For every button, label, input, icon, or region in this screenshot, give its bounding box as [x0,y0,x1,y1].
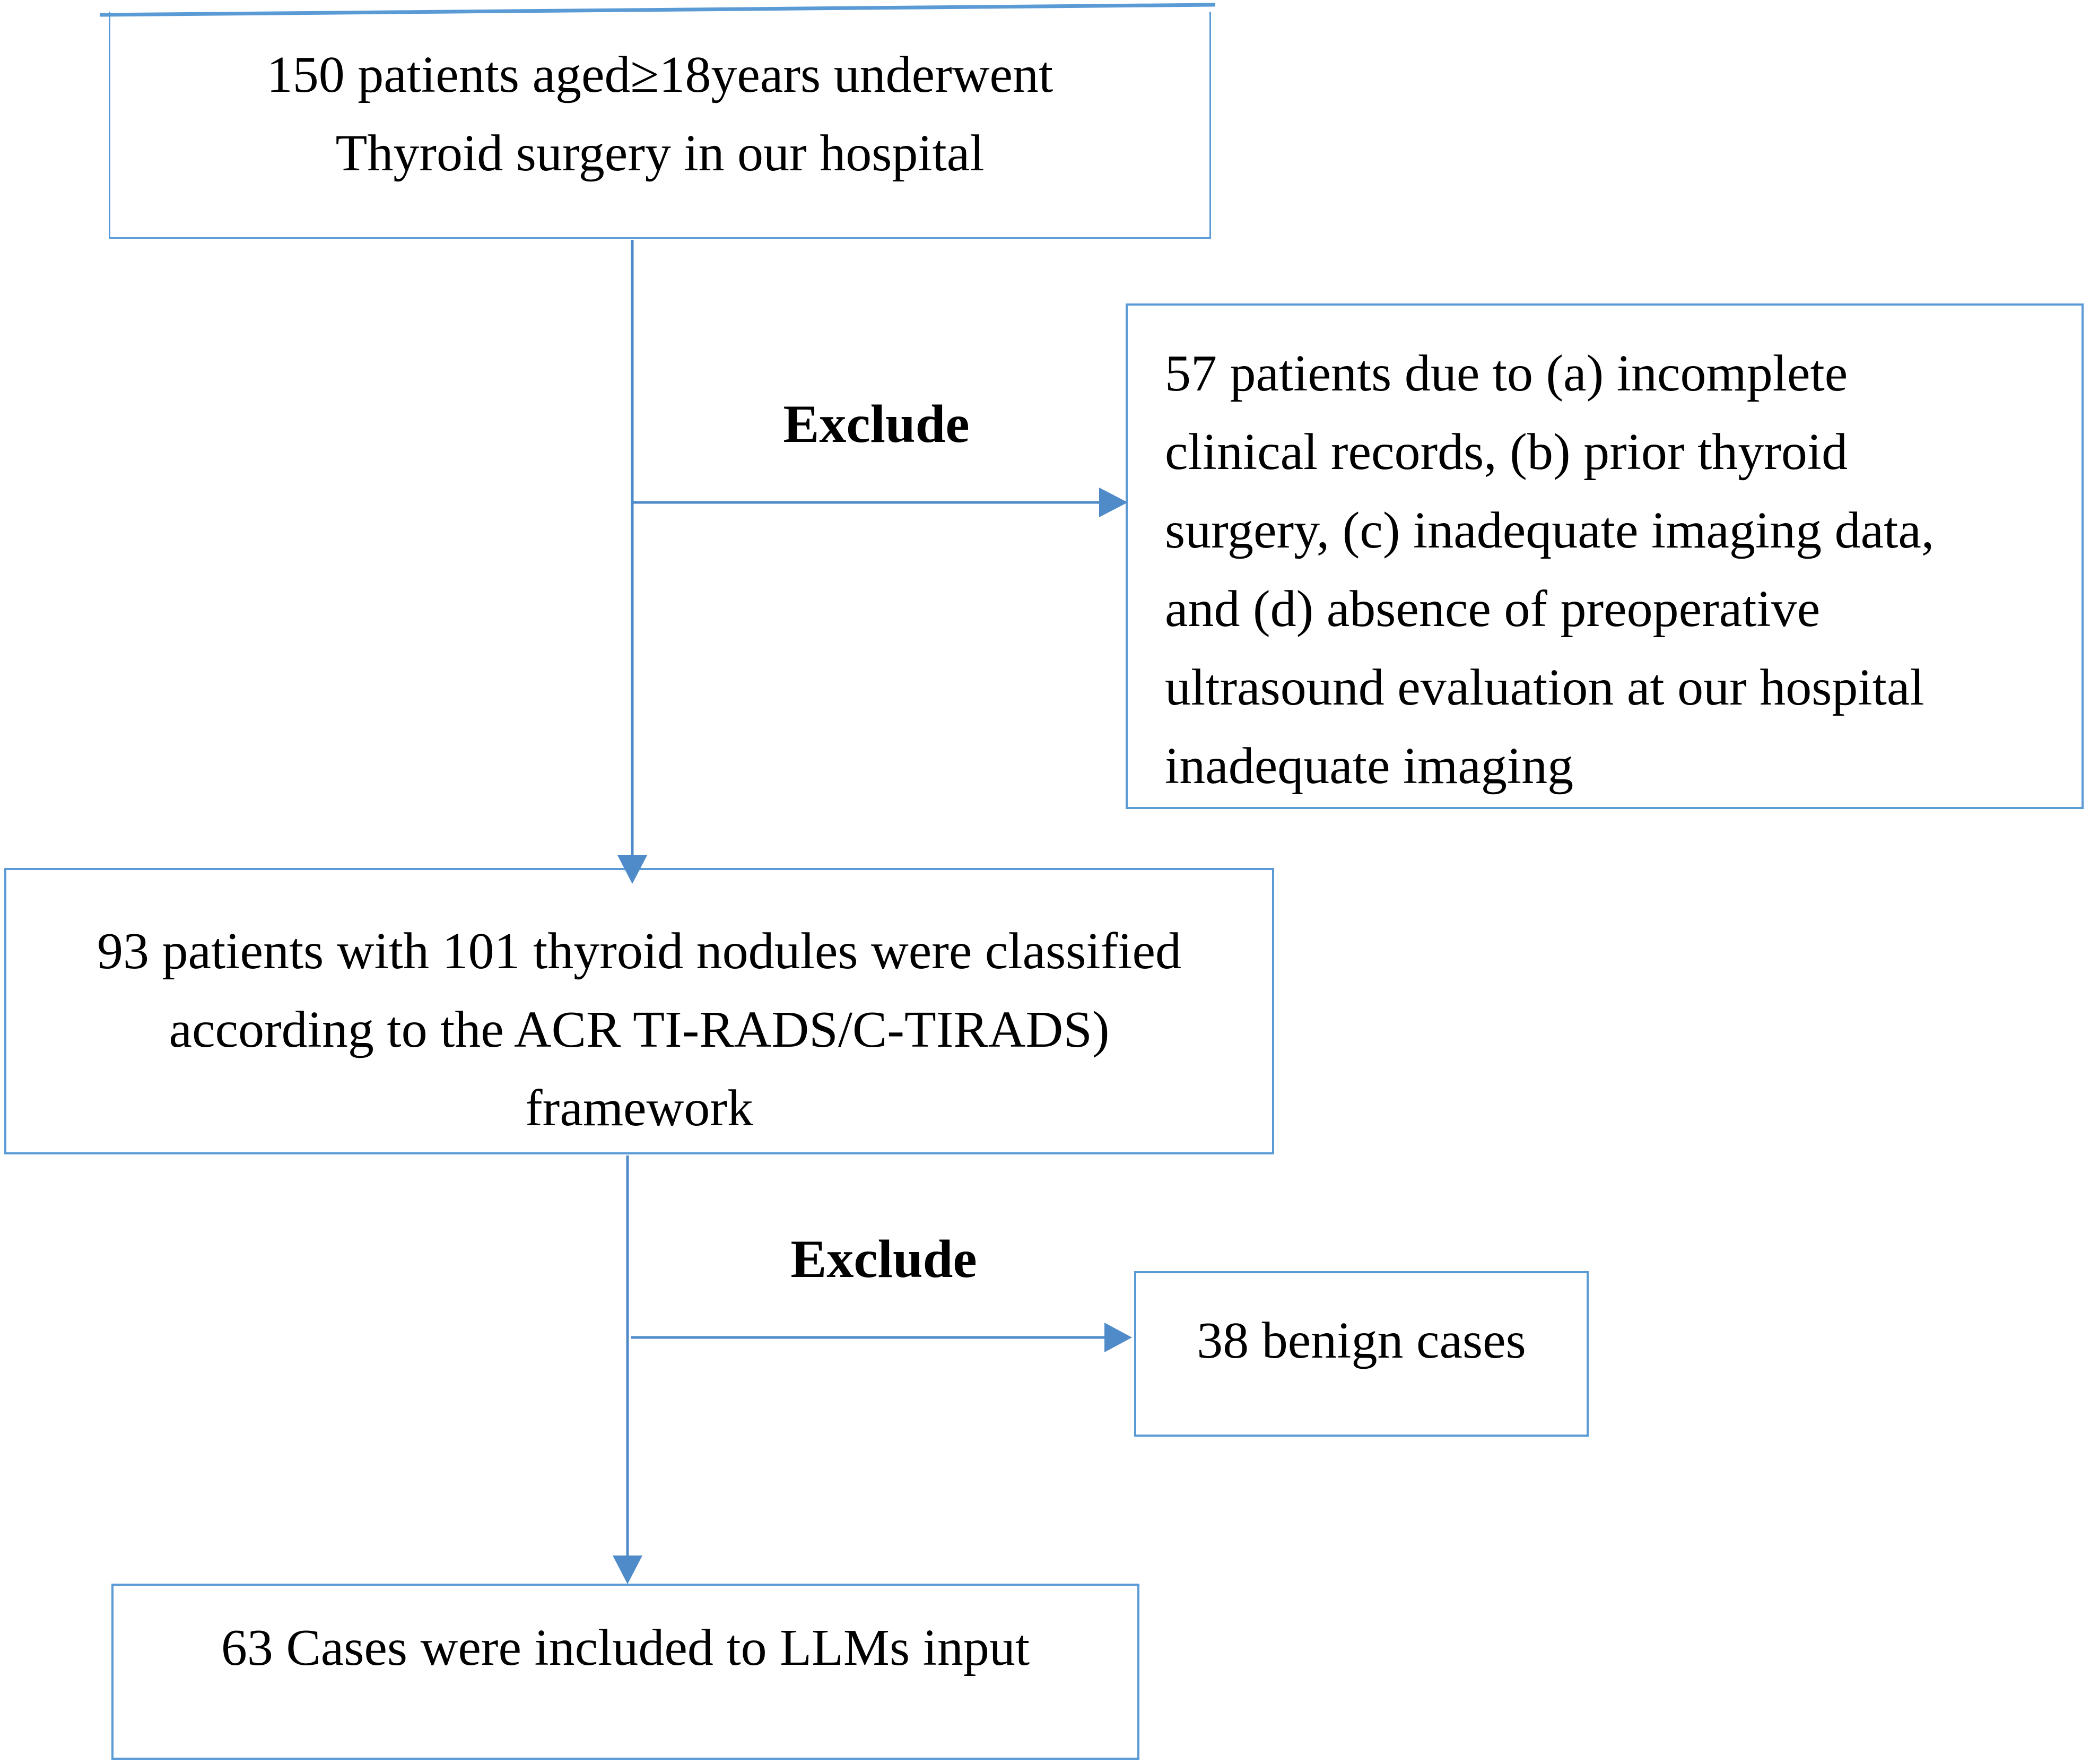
box-initial-line-2: Thyroid surgery in our hospital [335,124,985,182]
box-excluded57-line-2: clinical records, (b) prior thyroid [1165,423,1848,481]
exclude-label-top: Exclude [783,394,970,454]
box-classified-nodules: 93 patients with 101 thyroid nodules wer… [4,868,1274,1154]
box-classified-line-1: 93 patients with 101 thyroid nodules wer… [97,923,1181,980]
box-initial-cohort: 150 patients aged≥18years underwent Thyr… [109,12,1211,239]
box-excluded57-line-3: surgery, (c) inadequate imaging data, [1165,501,1935,559]
exclude-label-bottom: Exclude [790,1229,977,1289]
arrow-right-1-head-icon [1099,488,1128,517]
box-excluded57-line-4: and (d) absence of preoperative [1165,580,1821,638]
box-excluded-57-patients: 57 patients due to (a) incomplete clinic… [1126,303,2084,809]
box-excluded57-line-1: 57 patients due to (a) incomplete [1165,344,1848,402]
box-final-line-1: 63 Cases were included to LLMs input [221,1619,1030,1676]
box-classified-line-3: framework [525,1080,753,1137]
box-excluded38-line-1: 38 benign cases [1197,1312,1526,1369]
box-excluded-benign-cases: 38 benign cases [1134,1271,1589,1437]
arrow-right-2-head-icon [1104,1323,1132,1352]
box-excluded57-line-6: inadequate imaging [1165,737,1574,795]
box-excluded57-line-5: ultrasound evaluation at our hospital [1165,658,1924,716]
arrow-down-2-head-icon [613,1556,642,1584]
box-classified-line-2: according to the ACR TI-RADS/C-TIRADS) [169,1001,1110,1058]
box-final-llm-input: 63 Cases were included to LLMs input [111,1584,1139,1760]
box-initial-line-1: 150 patients aged≥18years underwent [266,46,1053,103]
